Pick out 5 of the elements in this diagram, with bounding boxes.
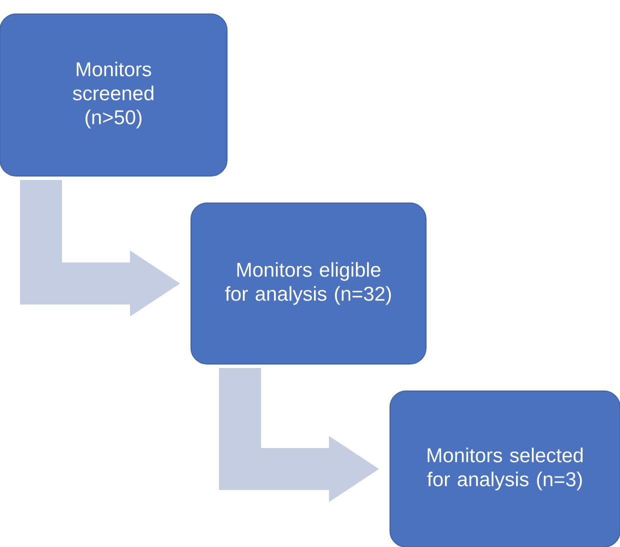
process-box: Monitors screened (n>50) (0, 14, 228, 176)
process-box: Monitors eligible for analysis (n=32) (190, 202, 426, 364)
process-box: Monitors selected for analysis (n=3) (390, 390, 620, 547)
bent-arrow (20, 180, 180, 316)
bent-arrow (219, 368, 379, 502)
